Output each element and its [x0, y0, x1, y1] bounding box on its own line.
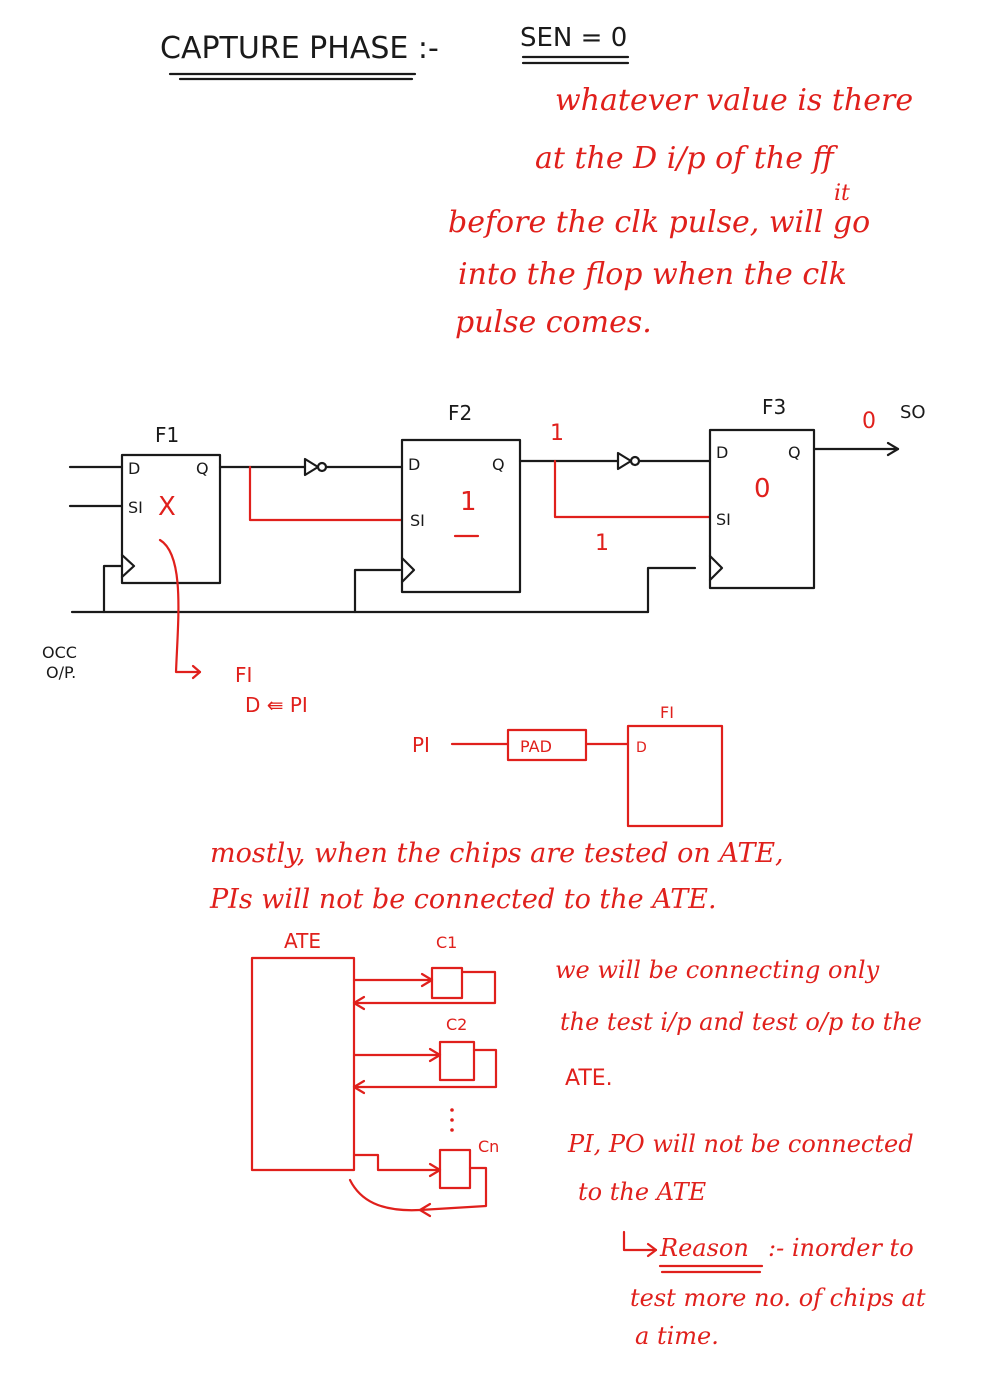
note-top-line3: before the clk pulse, will go	[448, 205, 870, 240]
chip-ellipsis-dot-2	[450, 1118, 454, 1122]
clock-wire-f2	[353, 568, 402, 614]
chip-c1-label: C1	[436, 933, 457, 952]
cn-in-wire	[352, 1153, 442, 1172]
flop-f3-value: 0	[754, 474, 771, 504]
pad-ff-name: FI	[660, 703, 674, 722]
chip-ellipsis-dot-1	[450, 1108, 454, 1112]
flop-f1	[120, 453, 222, 585]
flop-f1-si-pin: SI	[128, 498, 143, 517]
pad-ff-d-pin: D	[636, 740, 647, 756]
reason-arrowhead	[646, 1242, 658, 1258]
clock-wire-f3	[646, 566, 697, 614]
buffer-2-bubble	[629, 455, 641, 467]
ate-box	[250, 956, 356, 1172]
flop-f1-q-pin: Q	[196, 459, 209, 478]
note-top-line1: whatever value is there	[555, 83, 913, 118]
annotation-line1: FI	[235, 663, 252, 687]
out-value-label: 0	[862, 409, 876, 434]
pad-ff-box	[626, 724, 724, 828]
sen-label: SEN = 0	[520, 23, 627, 53]
page-title: CAPTURE PHASE :-	[160, 31, 439, 66]
chip-ellipsis-dot-3	[450, 1128, 454, 1132]
reason-line3: a time.	[635, 1322, 719, 1350]
pad-label: PAD	[520, 737, 552, 756]
note-top-line5: pulse comes.	[455, 305, 652, 340]
flop-f2	[400, 438, 522, 594]
note-right-line5: to the ATE	[578, 1178, 707, 1206]
reason-line1: :- inorder to	[768, 1234, 914, 1262]
c2-out-loop	[352, 1048, 498, 1089]
x-annotation-arrowhead	[191, 664, 202, 680]
cn-in-arrow	[428, 1162, 442, 1178]
scan-out-label: SO	[900, 402, 926, 423]
scan-out-arrow	[886, 441, 900, 457]
chip-c2-label: C2	[446, 1015, 467, 1034]
flop-f3-si-pin: SI	[716, 510, 731, 529]
flop-f1-clock-pin	[120, 553, 136, 579]
flop-f1-x-mark: X	[158, 492, 176, 522]
buffer-1	[303, 457, 320, 477]
chip-cn	[438, 1148, 472, 1190]
buffer-1-bubble	[316, 461, 328, 473]
chip-cn-label: Cn	[478, 1137, 499, 1156]
note-top-line2: at the D i/p of the ff	[535, 141, 839, 176]
flop-f2-q-pin: Q	[492, 455, 505, 474]
flop-f3-clock-pin	[708, 554, 724, 582]
occ-label-line1: OCC	[42, 643, 77, 662]
q2-value-label: 1	[550, 421, 564, 446]
flop-f3-d-pin: D	[716, 443, 728, 462]
c2-out-arrow	[352, 1079, 366, 1095]
flop-f3-q-pin: Q	[788, 443, 801, 462]
reason-line2: test more no. of chips at	[630, 1284, 926, 1312]
pad-figure-pi: PI	[412, 733, 430, 757]
chip-c1	[430, 966, 464, 1000]
scan-chain-circuit: F1 D Q SI X F2 D Q SI 1 1 1	[42, 395, 926, 717]
buffer-2	[616, 451, 633, 471]
note-right-line3: ATE.	[565, 1066, 613, 1091]
ate-label: ATE	[284, 929, 321, 953]
flop-f2-si-pin: SI	[410, 511, 425, 530]
reason-arrow	[622, 1230, 658, 1252]
note-right-line4: PI, PO will not be connected	[567, 1130, 914, 1158]
chip-c2	[438, 1040, 476, 1082]
note-top-insert: it	[834, 181, 850, 206]
pad-figure: PI PAD FI D	[412, 703, 724, 828]
flop-f2-name: F2	[448, 401, 472, 425]
c1-out-arrow	[352, 995, 366, 1011]
flop-f3-name: F3	[762, 395, 786, 419]
flop-f3	[708, 428, 816, 590]
si3-value-label: 1	[595, 531, 609, 556]
clock-wire-f1	[102, 564, 124, 614]
annotation-line2: D ⇚ PI	[245, 693, 308, 717]
ate-figure: ATE C1 C2 Cn	[250, 929, 499, 1218]
note-middle-line2: PIs will not be connected to the ATE.	[209, 884, 717, 915]
note-top-line4: into the flop when the clk	[458, 257, 847, 292]
flop-f2-value: 1	[460, 487, 477, 517]
f2-q-to-f3-si-wire	[553, 459, 712, 519]
flop-f2-d-pin: D	[408, 455, 420, 474]
note-middle-line1: mostly, when the chips are tested on ATE…	[210, 838, 784, 869]
reason-label: Reason	[659, 1234, 749, 1262]
occ-label-line2: O/P.	[46, 663, 76, 682]
f1-q-to-f2-si-wire	[248, 465, 404, 522]
note-right-line1: we will be connecting only	[555, 956, 880, 984]
flop-f1-name: F1	[155, 423, 179, 447]
flop-f2-clock-pin	[400, 556, 416, 584]
x-annotation-arrow	[158, 538, 202, 674]
c1-in-arrow	[420, 972, 434, 988]
note-right-line2: the test i/p and test o/p to the	[560, 1008, 922, 1036]
c2-in-arrow	[428, 1047, 442, 1063]
c1-out-loop	[352, 970, 497, 1005]
cn-out-loop	[348, 1166, 488, 1212]
cn-out-arrow	[418, 1202, 432, 1218]
flop-f1-d-pin: D	[128, 459, 140, 478]
